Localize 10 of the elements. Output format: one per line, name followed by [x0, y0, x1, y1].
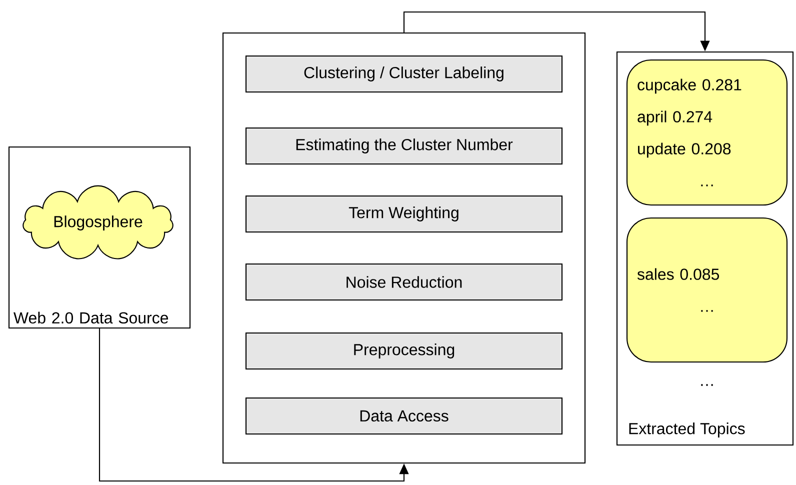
- process-box: Noise Reduction: [245, 263, 563, 301]
- process-box: Estimating the Cluster Number: [245, 127, 563, 165]
- pipeline-box: [222, 32, 586, 464]
- process-box: Preprocessing: [245, 332, 563, 370]
- topic-card: cupcake 0.281 april 0.274 update 0.208 …: [626, 59, 788, 206]
- process-box: Clustering / Cluster Labeling: [245, 55, 563, 93]
- topic-card: sales 0.085 …: [626, 217, 788, 363]
- process-box: Term Weighting: [245, 195, 563, 233]
- process-box: Data Access: [245, 397, 563, 435]
- connector-arrow: [98, 328, 409, 482]
